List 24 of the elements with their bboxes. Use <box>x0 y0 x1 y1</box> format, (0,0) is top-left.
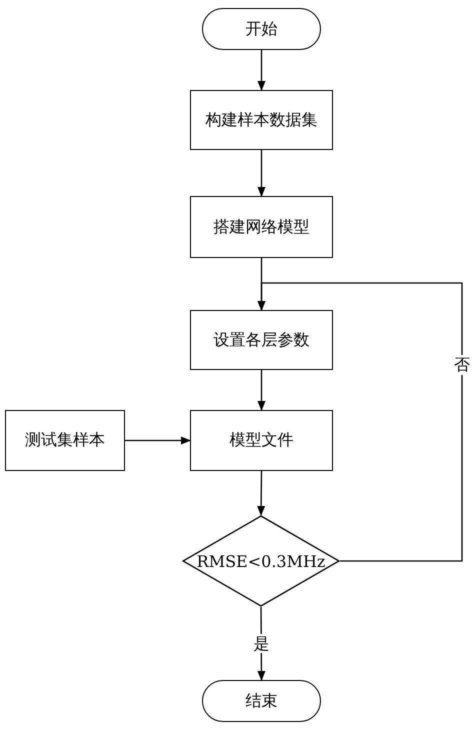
node-label: 搭建网络模型 <box>214 216 310 238</box>
node-label: 设置各层参数 <box>214 330 310 350</box>
arrow <box>258 150 266 197</box>
process-box <box>190 90 333 150</box>
process-box <box>190 410 333 471</box>
arrow <box>258 370 266 411</box>
input-box <box>5 410 125 471</box>
edge-label: 是 <box>253 634 270 654</box>
arrow <box>258 282 463 562</box>
arrow <box>257 471 266 516</box>
node-label: 测试集样本 <box>25 430 105 451</box>
node-label: 模型文件 <box>230 430 294 451</box>
node-label: RMSE<0.3MHz <box>196 552 326 570</box>
edge-label: 否 <box>454 355 470 375</box>
node-label: 构建样本数据集 <box>206 110 318 130</box>
node-label: 结束 <box>246 690 278 712</box>
terminal-pill <box>202 8 321 50</box>
process-box <box>190 196 333 258</box>
node-label: 开始 <box>246 18 278 40</box>
process-box <box>190 310 333 370</box>
arrow <box>125 436 191 444</box>
decision-diamond <box>182 515 340 607</box>
arrow <box>258 50 266 91</box>
terminal-pill <box>202 680 321 722</box>
